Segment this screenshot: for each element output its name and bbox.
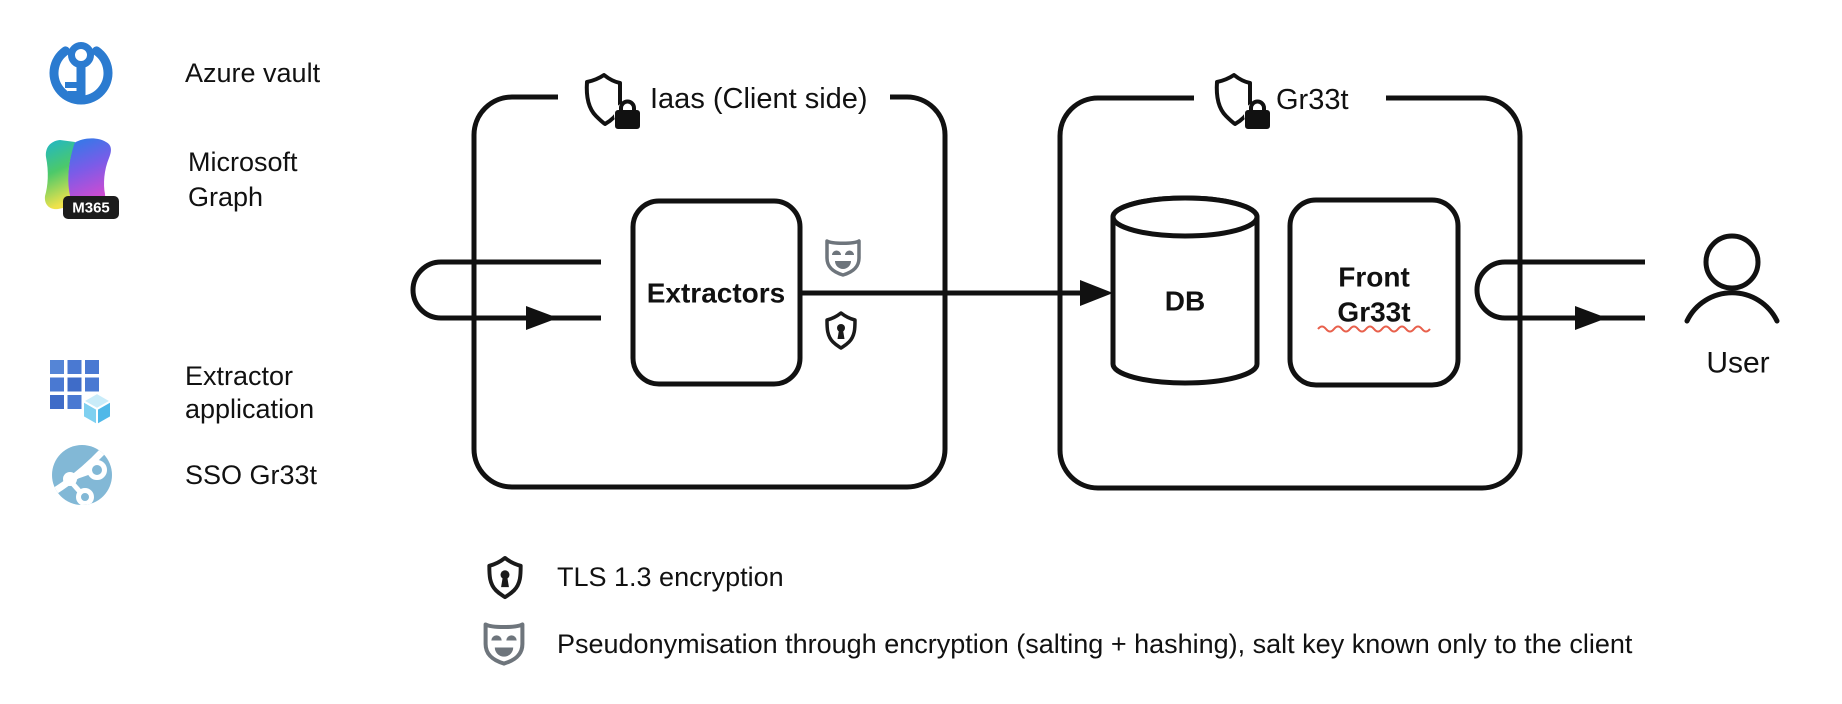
node-user: User — [1684, 233, 1780, 380]
azure-vault-icon — [49, 42, 113, 105]
client-zone-title-gap — [558, 88, 890, 106]
spellcheck-squiggle — [1317, 325, 1431, 333]
bottom-legend: TLS 1.3 encryption Pseudonymisation thro… — [486, 556, 1633, 664]
legend-item-sso-gr33t: SSO Gr33t — [52, 445, 318, 505]
legend-label-microsoft-graph-line1: Microsoft — [188, 147, 298, 177]
legend-item-azure-vault: Azure vault — [49, 42, 321, 105]
legend-label-pseudonymisation: Pseudonymisation through encryption (sal… — [557, 629, 1633, 659]
extractor-application-icon — [50, 360, 112, 426]
legend-label-extractor-line2: application — [185, 394, 314, 424]
legend-label-microsoft-graph-line2: Graph — [188, 182, 263, 212]
node-front-label-line1: Front — [1338, 262, 1410, 293]
legend-row-tls: TLS 1.3 encryption — [487, 556, 784, 600]
shield-lock-icon — [1214, 73, 1272, 131]
client-zone-title: Iaas (Client side) — [650, 83, 868, 115]
arrowhead — [1575, 306, 1607, 330]
client-zone-box: Iaas (Client side) — [471, 73, 948, 490]
m365-badge-label: M365 — [72, 200, 110, 217]
node-db: DB — [1110, 195, 1260, 386]
gr33t-zone-title: Gr33t — [1276, 84, 1349, 116]
sso-gr33t-icon — [52, 445, 112, 505]
user-loop-arrow — [1474, 259, 1645, 330]
node-user-label: User — [1706, 347, 1769, 380]
node-extractors-label: Extractors — [647, 278, 786, 309]
microsoft-graph-icon: M365 — [44, 138, 119, 219]
node-front-gr33t: Front Gr33t — [1287, 197, 1461, 388]
user-icon — [1684, 233, 1780, 324]
legend-row-pseudonymisation: Pseudonymisation through encryption (sal… — [486, 624, 1633, 663]
node-front-label-line2: Gr33t — [1337, 297, 1410, 328]
gr33t-zone-box: Gr33t — [1057, 73, 1523, 491]
tls-shield-icon — [487, 556, 523, 600]
cube-icon — [82, 392, 112, 426]
arrowhead — [1080, 280, 1113, 306]
legend-item-extractor-application: Extractor application — [50, 360, 314, 426]
legend-label-extractor-line1: Extractor — [185, 361, 293, 391]
node-db-label: DB — [1165, 286, 1205, 317]
shield-lock-icon — [584, 73, 642, 131]
legend-label-azure-vault: Azure vault — [185, 58, 321, 88]
legend-label-sso-gr33t: SSO Gr33t — [185, 460, 318, 490]
client-loop-arrow — [410, 259, 601, 330]
legend-label-tls: TLS 1.3 encryption — [557, 562, 784, 592]
legend-item-microsoft-graph: M365 Microsoft Graph — [44, 138, 298, 219]
sidebar-legend: Azure vault M365 Microsoft Graph — [44, 42, 321, 505]
arrowhead — [526, 306, 558, 330]
pseudonymisation-mask-icon — [825, 239, 861, 277]
tls-shield-icon — [825, 311, 857, 350]
m365-badge — [63, 196, 119, 219]
pseudonymisation-mask-icon — [486, 624, 523, 663]
node-extractors: Extractors — [630, 198, 803, 387]
extractors-to-db-arrow — [800, 280, 1113, 306]
